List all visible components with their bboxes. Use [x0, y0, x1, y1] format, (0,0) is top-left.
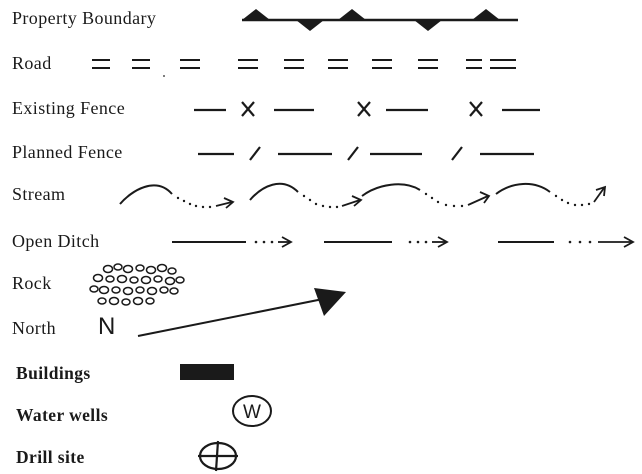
- legend-row-buildings: Buildings: [0, 352, 642, 392]
- water-well-letter: W: [243, 402, 261, 423]
- legend-row-north: North N: [0, 304, 642, 344]
- legend-label-drill-site: Drill site: [16, 447, 85, 468]
- road-dashed-double-line-icon: [88, 44, 538, 84]
- water-well-circle-icon: W: [226, 392, 286, 432]
- drill-site-crosshair-icon: [190, 434, 250, 471]
- open-ditch-dashed-arrow-icon: [170, 222, 642, 262]
- legend-label-open-ditch: Open Ditch: [12, 231, 99, 252]
- legend-row-existing-fence: Existing Fence: [0, 88, 642, 128]
- legend-label-stream: Stream: [12, 184, 65, 205]
- legend-label-water-wells: Water wells: [16, 405, 108, 426]
- legend-row-road: Road: [0, 44, 642, 84]
- legend-label-rock: Rock: [12, 273, 52, 294]
- legend-label-road: Road: [12, 53, 52, 74]
- building-rectangle-icon: [178, 352, 238, 392]
- legend-label-planned-fence: Planned Fence: [12, 142, 123, 163]
- stream-wavy-arrow-icon: [116, 174, 616, 218]
- legend-row-open-ditch: Open Ditch: [0, 222, 642, 262]
- legend-label-existing-fence: Existing Fence: [12, 98, 125, 119]
- property-boundary-line-icon: [236, 0, 526, 40]
- legend-row-planned-fence: Planned Fence: [0, 132, 642, 172]
- north-arrow-icon: N: [92, 282, 362, 352]
- planned-fence-slash-line-icon: [194, 132, 544, 172]
- legend-row-water-wells: Water wells W: [0, 392, 642, 432]
- legend-label-north: North: [12, 318, 56, 339]
- legend-row-property-boundary: Property Boundary: [0, 0, 642, 40]
- legend-label-buildings: Buildings: [16, 363, 91, 384]
- legend-row-drill-site: Drill site: [0, 434, 642, 474]
- existing-fence-x-line-icon: [190, 88, 550, 128]
- legend-row-stream: Stream: [0, 174, 642, 214]
- north-letter: N: [98, 313, 115, 340]
- legend-label-property-boundary: Property Boundary: [12, 8, 156, 29]
